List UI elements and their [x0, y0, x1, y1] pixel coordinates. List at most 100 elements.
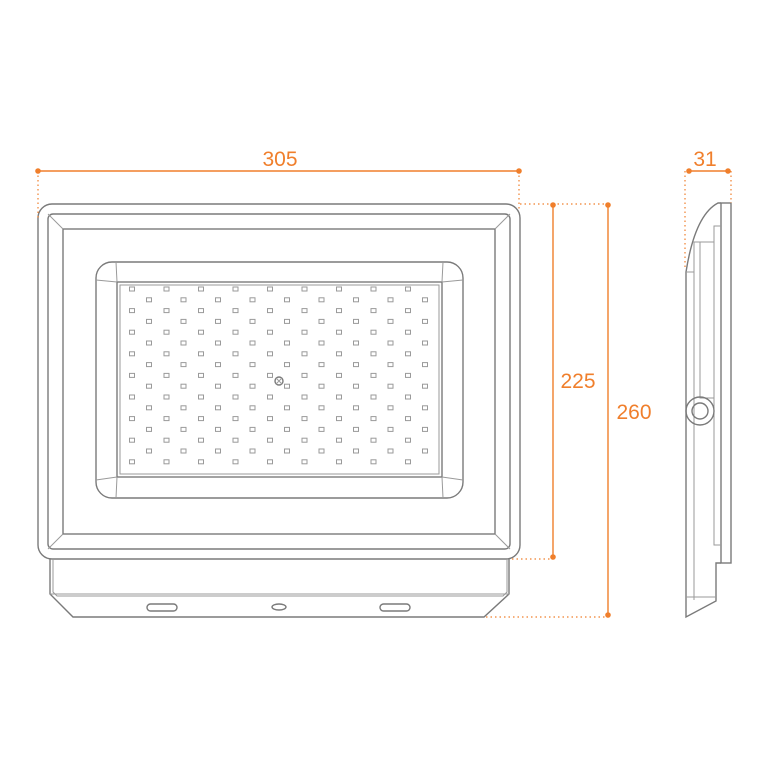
- led-chip: [284, 297, 290, 303]
- led-chip: [422, 318, 428, 324]
- led-chip: [422, 448, 428, 454]
- led-chip: [422, 383, 428, 389]
- dimension-width: 305: [35, 148, 522, 220]
- led-chip: [215, 426, 221, 432]
- dimension-depth: 31: [684, 148, 732, 270]
- led-chip: [284, 448, 290, 454]
- led-chip: [336, 351, 342, 357]
- led-chip: [318, 383, 325, 389]
- led-chip: [267, 437, 273, 443]
- led-chip: [129, 394, 135, 400]
- led-chip: [318, 362, 325, 368]
- led-chip: [249, 362, 256, 368]
- led-chip: [180, 318, 187, 324]
- led-chip: [318, 405, 325, 411]
- led-chip: [232, 329, 239, 335]
- led-chip: [370, 394, 377, 400]
- led-chip: [336, 286, 342, 292]
- led-chip: [387, 362, 394, 368]
- led-chip: [353, 340, 359, 346]
- led-chip: [163, 329, 170, 335]
- led-chip: [180, 405, 187, 411]
- led-chip: [215, 297, 221, 303]
- led-chip: [249, 426, 256, 432]
- led-chip: [215, 318, 221, 324]
- inner-frame: [62, 228, 496, 535]
- led-chip: [267, 394, 273, 400]
- led-chip: [387, 318, 394, 324]
- led-panel: [116, 281, 443, 478]
- led-chip: [129, 437, 135, 443]
- dimension-body-height: 225: [512, 202, 596, 560]
- led-chip: [336, 329, 342, 335]
- led-chip: [249, 405, 256, 411]
- led-chip: [405, 394, 411, 400]
- led-chip: [163, 372, 170, 378]
- led-chip: [163, 351, 170, 357]
- led-chip: [301, 329, 308, 335]
- dimension-total-height: 260: [486, 202, 652, 618]
- cable-gland-left: [146, 603, 178, 612]
- led-chip: [267, 329, 273, 335]
- led-chip: [405, 372, 411, 378]
- led-chip: [284, 340, 290, 346]
- led-chip: [301, 308, 308, 314]
- led-chip: [405, 351, 411, 357]
- led-chip: [163, 394, 170, 400]
- side-view: [685, 202, 732, 619]
- led-chip: [353, 297, 359, 303]
- led-chip: [198, 372, 204, 378]
- led-chip: [301, 351, 308, 357]
- led-chip: [232, 308, 239, 314]
- led-chip: [180, 448, 187, 454]
- side-front-glass: [720, 202, 732, 564]
- led-chip: [232, 416, 239, 422]
- led-chip: [422, 405, 428, 411]
- led-chip: [232, 459, 239, 465]
- led-chip: [387, 297, 394, 303]
- vent-hole: [271, 603, 287, 611]
- led-chip: [370, 372, 377, 378]
- led-chip: [284, 405, 290, 411]
- led-chip: [405, 459, 411, 465]
- led-chip: [180, 383, 187, 389]
- led-chip: [387, 426, 394, 432]
- center-screw-icon: [274, 376, 284, 386]
- led-chip: [249, 383, 256, 389]
- led-chip: [336, 416, 342, 422]
- led-chip: [232, 286, 239, 292]
- led-chip: [301, 416, 308, 422]
- led-chip: [146, 297, 152, 303]
- led-chip: [405, 286, 411, 292]
- led-chip: [353, 426, 359, 432]
- led-chip: [267, 308, 273, 314]
- led-chip: [405, 416, 411, 422]
- led-chip: [180, 426, 187, 432]
- led-chip: [198, 286, 204, 292]
- led-chip: [336, 372, 342, 378]
- led-chip: [232, 351, 239, 357]
- bezel: [47, 213, 511, 550]
- led-chip: [146, 383, 152, 389]
- led-chip: [249, 448, 256, 454]
- led-chip: [353, 383, 359, 389]
- led-chip: [318, 318, 325, 324]
- led-chip: [422, 426, 428, 432]
- led-chip: [129, 286, 135, 292]
- led-chip: [232, 437, 239, 443]
- led-chip: [370, 351, 377, 357]
- led-chip: [267, 351, 273, 357]
- led-chip: [370, 437, 377, 443]
- led-chip: [215, 362, 221, 368]
- led-chip: [146, 318, 152, 324]
- led-chip: [387, 383, 394, 389]
- led-chip: [215, 383, 221, 389]
- led-chip: [198, 437, 204, 443]
- led-chip: [198, 416, 204, 422]
- led-chip: [129, 459, 135, 465]
- led-chip: [129, 416, 135, 422]
- led-chip: [267, 286, 273, 292]
- led-chip: [180, 297, 187, 303]
- width-label: 305: [262, 148, 297, 171]
